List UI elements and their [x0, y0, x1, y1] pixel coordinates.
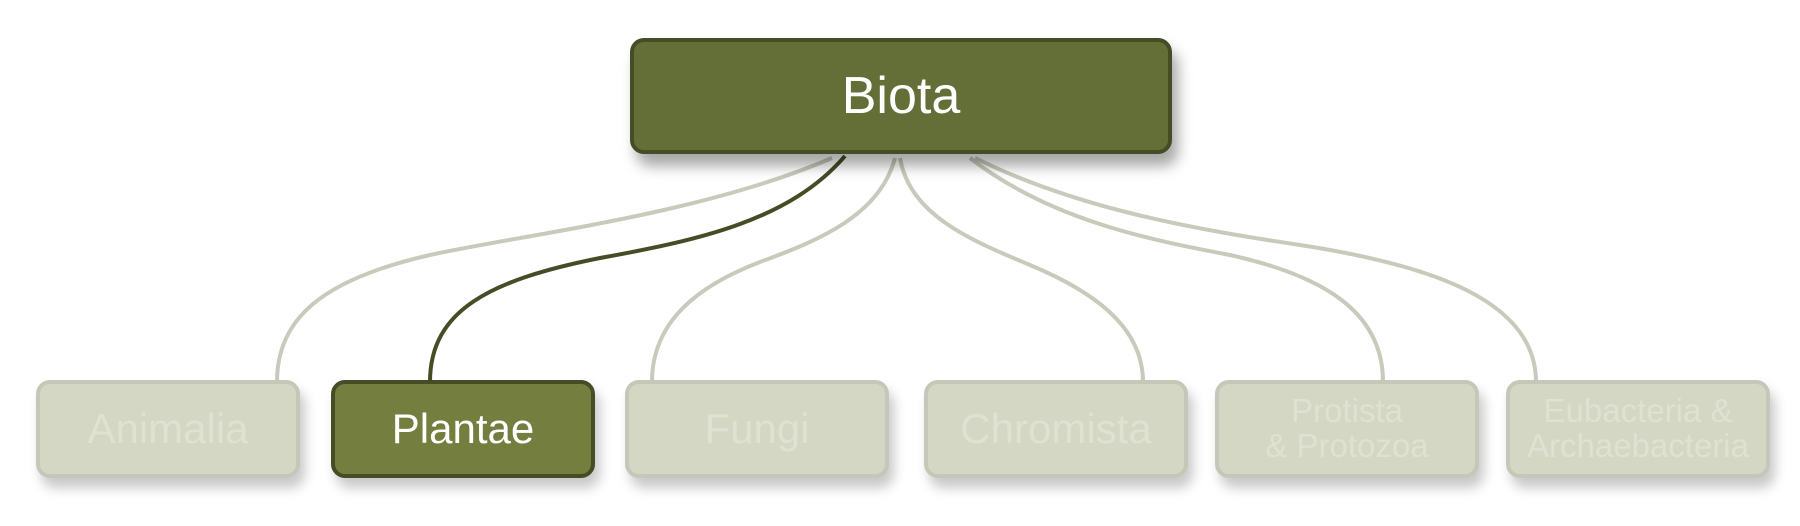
node-label: Chromista [960, 404, 1152, 452]
node-plantae[interactable]: Plantae [331, 380, 595, 478]
node-chromista[interactable]: Chromista [924, 380, 1188, 478]
node-label: Plantae [391, 404, 535, 452]
node-eubacteria-archaebacteria[interactable]: Eubacteria & Archaebacteria [1506, 380, 1770, 478]
node-label: Protista & Protozoa [1265, 392, 1429, 464]
node-label: Eubacteria & Archaebacteria [1527, 392, 1749, 464]
root-node-label: Biota [841, 67, 961, 125]
connector-plantae [428, 154, 847, 383]
connector-protista-protozoa [968, 156, 1385, 383]
node-fungi[interactable]: Fungi [625, 380, 889, 478]
connector-eubacteria-archaebacteria [974, 156, 1538, 383]
node-label: Fungi [704, 404, 810, 452]
node-label: Animalia [87, 404, 249, 452]
connector-fungi [650, 157, 897, 383]
connector-animalia [275, 156, 833, 383]
connector-chromista [898, 157, 1145, 383]
node-animalia[interactable]: Animalia [36, 380, 300, 478]
node-protista-protozoa[interactable]: Protista & Protozoa [1215, 380, 1479, 478]
root-node-biota[interactable]: Biota [630, 38, 1172, 154]
